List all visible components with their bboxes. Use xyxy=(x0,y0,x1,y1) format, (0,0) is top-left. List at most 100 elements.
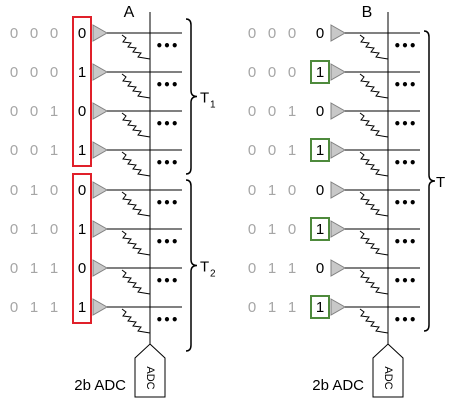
input-bit-grey: 1 xyxy=(288,260,296,277)
ellipsis: ••• xyxy=(393,196,416,210)
adc-block: ADC xyxy=(134,343,166,398)
input-bit-grey: 1 xyxy=(30,221,38,238)
input-bit-active: 1 xyxy=(316,299,324,316)
input-bit-grey: 0 xyxy=(288,64,296,81)
driver-icon xyxy=(330,298,347,316)
driver-icon xyxy=(92,141,109,159)
input-bit-grey: 1 xyxy=(268,182,276,199)
resistor-icon xyxy=(359,73,389,99)
panel-title: B xyxy=(362,4,373,21)
driver-icon xyxy=(92,220,109,238)
ellipsis: ••• xyxy=(155,196,178,210)
input-bit-grey: 0 xyxy=(248,260,256,277)
driver-icon xyxy=(330,141,347,159)
highlight-box xyxy=(310,60,330,84)
input-bit-grey: 0 xyxy=(248,25,256,42)
driver-icon xyxy=(330,102,347,120)
input-bit-active: 1 xyxy=(316,142,324,159)
adc-icon xyxy=(372,343,404,398)
driver-icon xyxy=(330,259,347,277)
input-bit-grey: 1 xyxy=(50,299,58,316)
driver-icon xyxy=(92,181,109,199)
resistor-icon xyxy=(121,34,151,60)
resistor-icon xyxy=(359,34,389,60)
adc-caption: 2b ADC xyxy=(312,377,364,394)
resistor-icon xyxy=(359,191,389,217)
input-bit-active: 1 xyxy=(78,299,86,316)
driver-icon xyxy=(330,181,347,199)
time-label-subscript: 1 xyxy=(210,100,216,111)
driver-icon xyxy=(330,24,347,42)
resistor-icon xyxy=(359,230,389,256)
ellipsis: ••• xyxy=(155,117,178,131)
ellipsis: ••• xyxy=(155,78,178,92)
input-bit-active: 0 xyxy=(78,25,86,42)
time-label: T xyxy=(436,174,445,191)
input-bit-grey: 1 xyxy=(288,103,296,120)
ellipsis: ••• xyxy=(155,235,178,249)
driver-icon xyxy=(92,259,109,277)
time-bracket xyxy=(185,18,198,175)
driver-icon xyxy=(92,102,109,120)
input-bit-grey: 0 xyxy=(30,64,38,81)
ellipsis: ••• xyxy=(393,156,416,170)
input-bit-grey: 0 xyxy=(288,221,296,238)
input-bit-grey: 0 xyxy=(50,64,58,81)
ellipsis: ••• xyxy=(393,117,416,131)
input-bit-grey: 0 xyxy=(248,64,256,81)
adc-label: ADC xyxy=(382,366,394,389)
input-bit-active: 1 xyxy=(316,221,324,238)
input-bit-active: 0 xyxy=(316,103,324,120)
highlight-box-group-1 xyxy=(72,16,92,167)
ellipsis: ••• xyxy=(393,235,416,249)
adc-caption: 2b ADC xyxy=(74,377,126,394)
ellipsis: ••• xyxy=(155,156,178,170)
input-bit-grey: 1 xyxy=(268,260,276,277)
driver-icon xyxy=(92,63,109,81)
input-bit-grey: 0 xyxy=(30,25,38,42)
input-bit-grey: 1 xyxy=(30,260,38,277)
input-bit-grey: 0 xyxy=(248,182,256,199)
input-bit-grey: 0 xyxy=(268,142,276,159)
input-bit-active: 1 xyxy=(316,64,324,81)
input-bit-grey: 0 xyxy=(10,25,18,42)
driver-icon xyxy=(330,220,347,238)
input-bit-grey: 1 xyxy=(288,142,296,159)
input-bit-grey: 0 xyxy=(50,221,58,238)
resistor-icon xyxy=(121,230,151,256)
input-bit-grey: 1 xyxy=(50,103,58,120)
input-bit-active: 1 xyxy=(78,142,86,159)
time-bracket xyxy=(185,179,198,352)
input-bit-grey: 0 xyxy=(10,221,18,238)
input-bit-grey: 0 xyxy=(10,64,18,81)
adc-block: ADC xyxy=(372,343,404,398)
input-bit-active: 0 xyxy=(78,103,86,120)
ellipsis: ••• xyxy=(393,78,416,92)
input-bit-active: 0 xyxy=(78,182,86,199)
panel-title: A xyxy=(124,4,135,21)
input-bit-grey: 1 xyxy=(268,299,276,316)
input-bit-grey: 1 xyxy=(30,182,38,199)
highlight-box xyxy=(310,138,330,162)
ellipsis: ••• xyxy=(393,274,416,288)
input-bit-active: 0 xyxy=(316,25,324,42)
ellipsis: ••• xyxy=(155,274,178,288)
resistor-icon xyxy=(359,151,389,177)
adc-label: ADC xyxy=(144,366,156,389)
input-bit-grey: 0 xyxy=(248,299,256,316)
ellipsis: ••• xyxy=(155,313,178,327)
ellipsis: ••• xyxy=(155,39,178,53)
ellipsis: ••• xyxy=(393,39,416,53)
